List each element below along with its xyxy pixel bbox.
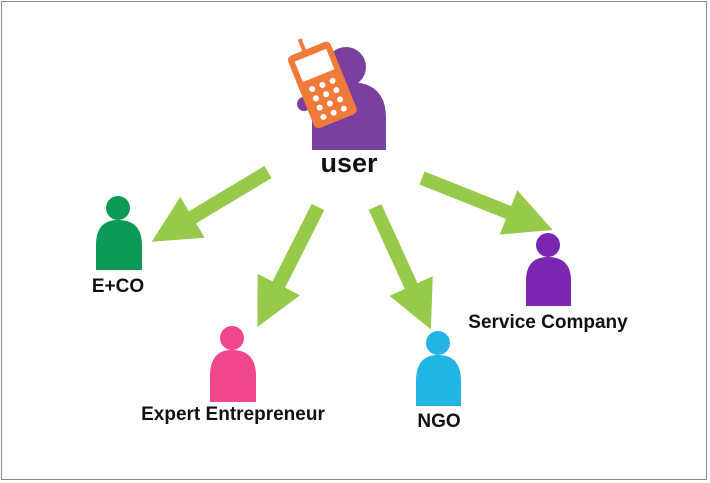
eco-node: E+CO <box>92 196 144 297</box>
person-icon <box>210 326 256 402</box>
person-icon <box>526 233 571 306</box>
ngo-node: NGO <box>416 331 461 432</box>
service-company-label: Service Company <box>468 312 628 333</box>
user-label: user <box>320 148 378 178</box>
eco-label: E+CO <box>92 276 144 297</box>
mobile-phone-icon <box>287 38 357 129</box>
arrow-to-eco <box>151 165 272 242</box>
user-node: user <box>287 38 386 178</box>
expert-entrepreneur-label: Expert Entrepreneur <box>141 404 325 425</box>
ngo-label: NGO <box>417 411 460 432</box>
expert-entrepreneur-node: Expert Entrepreneur <box>141 326 325 425</box>
arrow-to-service-company <box>419 171 553 235</box>
arrow-to-expert-entrepreneur <box>257 203 325 327</box>
arrow-to-ngo <box>368 204 433 330</box>
person-icon <box>96 196 142 270</box>
service-company-node: Service Company <box>468 233 628 333</box>
person-icon <box>416 331 461 406</box>
arrows <box>151 165 553 330</box>
